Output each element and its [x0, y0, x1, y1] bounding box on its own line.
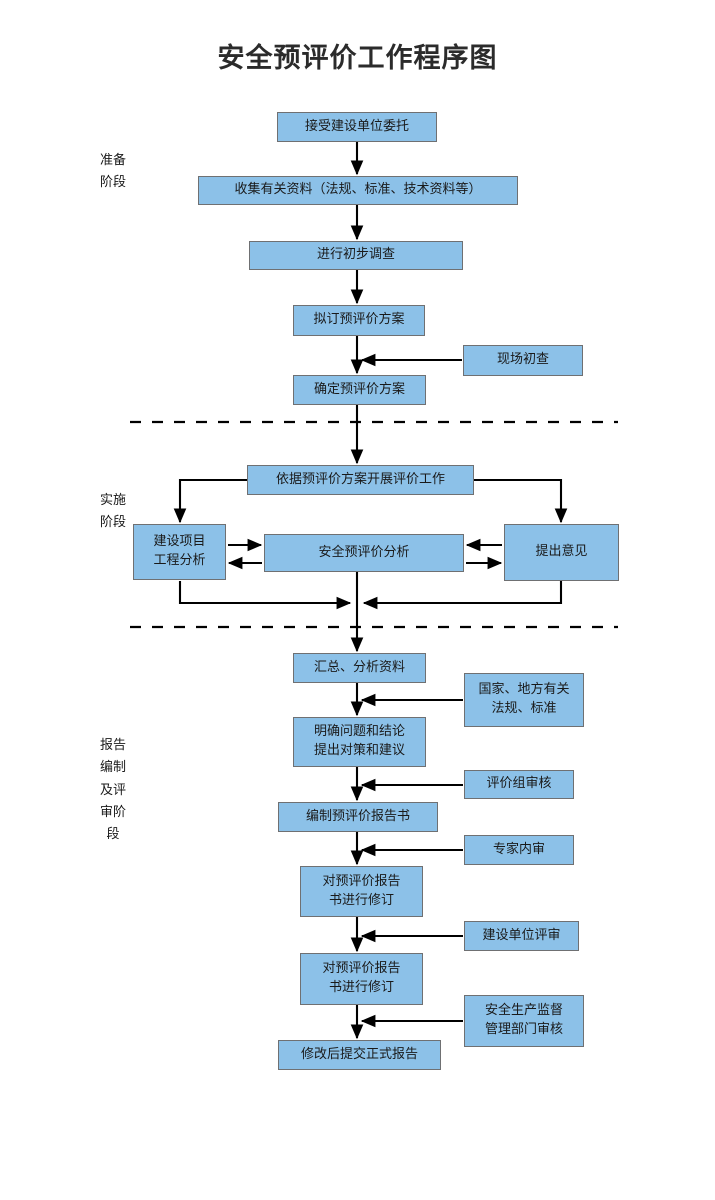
- node-summarize-analyze-data[interactable]: 汇总、分析资料: [293, 653, 426, 683]
- node-revise-report-1[interactable]: 对预评价报告 书进行修订: [300, 866, 423, 917]
- node-accept-commission[interactable]: 接受建设单位委托: [277, 112, 437, 142]
- node-national-local-regulations[interactable]: 国家、地方有关 法规、标准: [464, 673, 584, 727]
- node-revise-report-2[interactable]: 对预评价报告 书进行修订: [300, 953, 423, 1005]
- node-draft-plan[interactable]: 拟订预评价方案: [293, 305, 425, 336]
- node-site-inspection[interactable]: 现场初查: [463, 345, 583, 376]
- phase-label-prep: 准备阶段: [100, 153, 127, 191]
- phase-label-report: 报告编制及评审阶段: [100, 738, 127, 843]
- node-provide-opinions[interactable]: 提出意见: [504, 524, 619, 581]
- node-construction-unit-review[interactable]: 建设单位评审: [464, 921, 579, 951]
- node-clarify-problems-conclusions[interactable]: 明确问题和结论 提出对策和建议: [293, 717, 426, 767]
- phase-label-impl: 实施阶段: [100, 493, 127, 531]
- node-evaluation-team-review[interactable]: 评价组审核: [464, 770, 574, 799]
- node-preliminary-survey[interactable]: 进行初步调查: [249, 241, 463, 270]
- node-expert-internal-review[interactable]: 专家内审: [464, 835, 574, 865]
- node-collect-materials[interactable]: 收集有关资料（法规、标准、技术资料等）: [198, 176, 518, 205]
- node-carry-out-evaluation[interactable]: 依据预评价方案开展评价工作: [247, 465, 474, 495]
- node-compile-report[interactable]: 编制预评价报告书: [278, 802, 438, 832]
- node-project-engineering-analysis[interactable]: 建设项目 工程分析: [133, 524, 226, 580]
- node-submit-final-report[interactable]: 修改后提交正式报告: [278, 1040, 441, 1070]
- node-safety-supervision-review[interactable]: 安全生产监督 管理部门审核: [464, 995, 584, 1047]
- node-confirm-plan[interactable]: 确定预评价方案: [293, 375, 426, 405]
- page-title: 安全预评价工作程序图: [217, 43, 498, 74]
- node-safety-preassessment-analysis[interactable]: 安全预评价分析: [264, 534, 464, 572]
